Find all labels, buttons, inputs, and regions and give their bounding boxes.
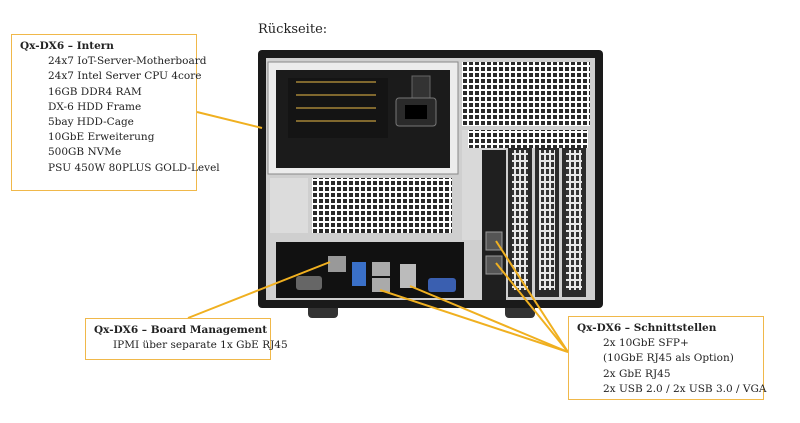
callout-intern-title: Qx-DX6 – Intern — [20, 40, 114, 52]
intern-item: 500GB NVMe — [48, 146, 122, 159]
callout-ports-title: Qx-DX6 – Schnittstellen — [577, 322, 717, 334]
ports-item: 2x 10GbE SFP+ — [603, 337, 689, 350]
vga-port — [428, 278, 456, 292]
intern-item: 24x7 Intel Server CPU 4core — [48, 70, 202, 83]
intern-item: 5bay HDD-Cage — [48, 116, 134, 129]
lan-rj45-1 — [372, 262, 390, 276]
callout-board-title: Qx-DX6 – Board Management — [94, 324, 268, 336]
leader-ports-3 — [379, 289, 569, 353]
power-switch — [411, 75, 431, 99]
usb3-ports — [352, 262, 366, 286]
callout-intern: Qx-DX6 – Intern 24x7 IoT-Server-Motherbo… — [11, 34, 220, 191]
intern-item: DX-6 HDD Frame — [48, 100, 142, 113]
usb2-ports — [400, 264, 416, 288]
ipmi-rj45 — [328, 256, 346, 272]
vent-top — [462, 62, 590, 126]
leader-ports-2 — [495, 262, 569, 353]
leader-ports-4 — [409, 285, 569, 353]
caption-rueckseite: Rückseite: — [258, 22, 328, 37]
vent-middle — [312, 178, 452, 233]
callout-schnittstellen: Qx-DX6 – Schnittstellen 2x 10GbE SFP+ (1… — [568, 316, 767, 400]
intern-item: 24x7 IoT-Server-Motherboard — [48, 55, 207, 68]
ports-item: (10GbE RJ45 als Option) — [603, 352, 734, 365]
board-item: IPMI über separate 1x GbE RJ45 — [113, 339, 288, 352]
callout-board-management: Qx-DX6 – Board Management IPMI über sepa… — [85, 318, 288, 360]
intern-item: PSU 450W 80PLUS GOLD-Level — [48, 161, 220, 174]
pcie-bracket-top — [468, 130, 588, 148]
ports-item: 2x USB 2.0 / 2x USB 3.0 / VGA — [603, 382, 767, 395]
sfp-port-2 — [485, 255, 503, 275]
ports-item: 2x GbE RJ45 — [603, 367, 671, 380]
leader-ports-1 — [495, 240, 569, 353]
intern-item: 10GbE Erweiterung — [48, 131, 155, 144]
leader-intern — [196, 111, 263, 129]
leader-board — [187, 261, 331, 319]
sfp-card — [482, 150, 506, 300]
serial-port — [296, 276, 322, 290]
intern-item: 16GB DDR4 RAM — [48, 85, 142, 98]
lan-rj45-2 — [372, 278, 390, 292]
